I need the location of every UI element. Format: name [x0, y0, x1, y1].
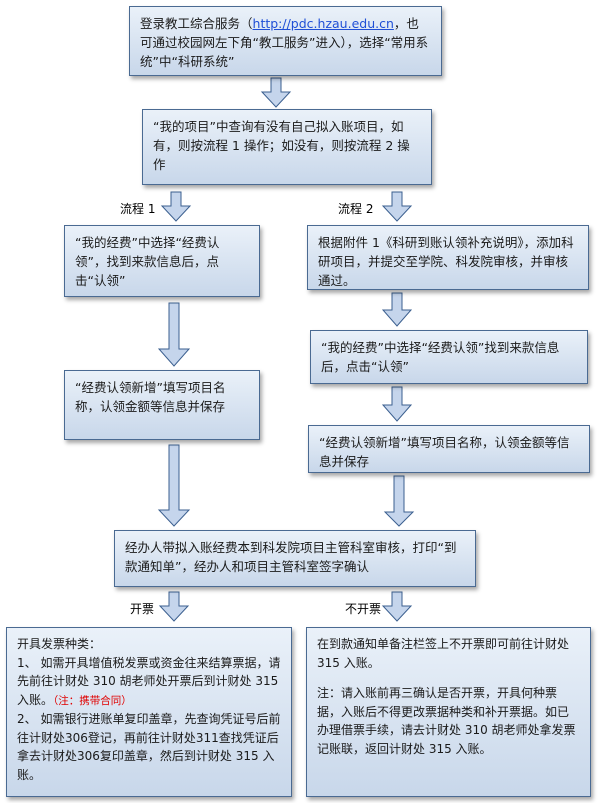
portal-link[interactable]: http://pdc.hzau.edu.cn — [252, 16, 394, 31]
flow1-step1-text: “我的经费”中选择“经费认领”，找到来款信息后，点击“认领” — [75, 235, 220, 288]
invoice-label: 开票 — [130, 602, 155, 616]
flow1-step1-box: “我的经费”中选择“经费认领”，找到来款信息后，点击“认领” — [64, 225, 260, 297]
arrow-10 — [381, 591, 413, 622]
arrow-2 — [160, 191, 192, 222]
arrow-4 — [157, 302, 191, 367]
invoice-title: 开具发票种类： — [17, 637, 102, 651]
arrow-6 — [381, 386, 413, 422]
flow1-label: 流程 1 — [120, 202, 156, 216]
my-project-text: “我的项目”中查询有没有自己拟入账项目，如有，则按流程 1 操作；如没有，则按流… — [153, 119, 410, 172]
arrow-7 — [157, 444, 191, 527]
arrow-5 — [381, 292, 413, 327]
arrow-3 — [381, 191, 413, 222]
invoice-item-1-note: （注：携带合同） — [53, 694, 132, 707]
review-box: 经办人带拟入账经费本到科发院项目主管科室审核，打印“到款通知单”，经办人和项目主… — [114, 530, 476, 587]
invoice-item-1: 1、 如需开具增值税发票或资金往来结算票据，请先前往计财处 310 胡老师处开票… — [17, 654, 281, 711]
flow2-step3-text: “经费认领新增”填写项目名称，认领金额等信息并保存 — [319, 435, 570, 469]
login-box: 登录教工综合服务（http://pdc.hzau.edu.cn，也可通过校园网左… — [129, 6, 442, 76]
arrow-1 — [260, 77, 292, 108]
login-text-post: ，也可通过校园网左下角“教工服务”进入），选择“常用系统”中“科研系统” — [140, 16, 429, 69]
arrow-9 — [158, 591, 190, 622]
flow1-step2-text: “经费认领新增”填写项目名称，认领金额等信息并保存 — [75, 380, 226, 414]
flow2-step2-box: “我的经费”中选择“经费认领”找到来款信息后，点击“认领” — [310, 330, 588, 384]
flow2-label: 流程 2 — [338, 202, 374, 216]
my-project-box: “我的项目”中查询有没有自己拟入账项目，如有，则按流程 1 操作；如没有，则按流… — [142, 109, 432, 185]
no-invoice-label: 不开票 — [345, 602, 382, 616]
login-text-pre: 登录教工综合服务（ — [140, 16, 253, 31]
no-invoice-text: 在到款通知单备注栏签上不开票即可前往计财处 315 入账。 — [317, 637, 573, 670]
arrow-8 — [383, 475, 415, 527]
flow2-step2-text: “我的经费”中选择“经费认领”找到来款信息后，点击“认领” — [321, 340, 560, 374]
review-text: 经办人带拟入账经费本到科发院项目主管科室审核，打印“到款通知单”，经办人和项目主… — [125, 540, 457, 574]
invoice-item-2: 2、 如需银行进账单复印盖章，先查询凭证号后前往计财处306登记，再前往计财处3… — [17, 712, 281, 782]
no-invoice-note: 注：请入账前再三确认是否开票，开具何种票据，入账后不得更改票据种类和补开票据。如… — [317, 686, 576, 756]
flow1-step2-box: “经费认领新增”填写项目名称，认领金额等信息并保存 — [64, 370, 260, 440]
flow2-step1-text: 根据附件 1《科研到账认领补充说明》，添加科研项目，并提交至学院、科发院审核，并… — [318, 235, 574, 288]
invoice-box: 开具发票种类： 1、 如需开具增值税发票或资金往来结算票据，请先前往计财处 310… — [6, 627, 292, 797]
no-invoice-box: 在到款通知单备注栏签上不开票即可前往计财处 315 入账。注：请入账前再三确认是… — [306, 627, 591, 797]
invoice-item-1-text: 1、 如需开具增值税发票或资金往来结算票据，请先前往计财处 310 胡老师处开票… — [17, 655, 283, 707]
flow2-step1-box: 根据附件 1《科研到账认领补充说明》，添加科研项目，并提交至学院、科发院审核，并… — [307, 225, 589, 290]
flow2-step3-box: “经费认领新增”填写项目名称，认领金额等信息并保存 — [308, 425, 590, 473]
